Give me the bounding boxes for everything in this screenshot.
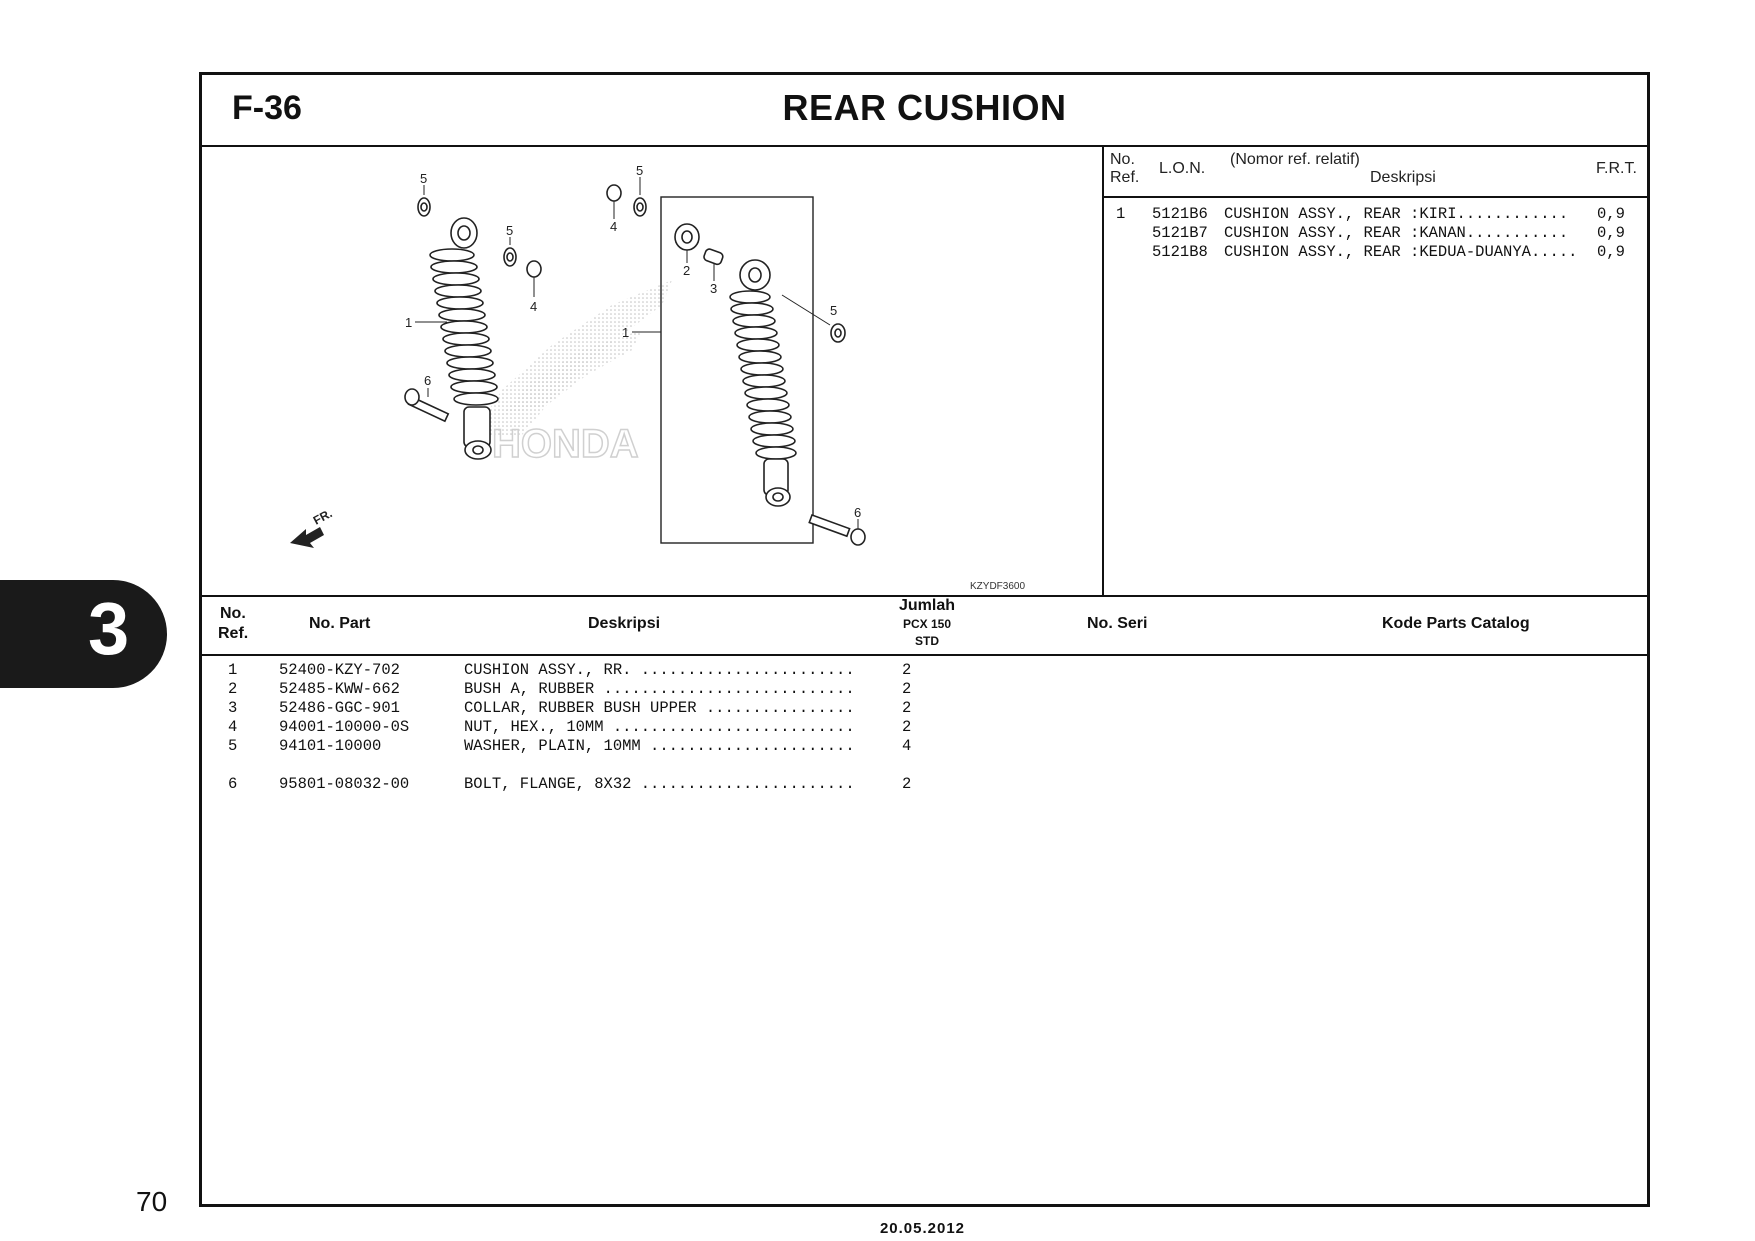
callout-6b: 6 xyxy=(854,505,861,520)
callout-4b: 4 xyxy=(530,299,537,314)
lon-row-frt: 0,9 xyxy=(1597,224,1625,242)
row-ref: 4 xyxy=(228,718,238,736)
page-title: REAR CUSHION xyxy=(782,87,1067,128)
row-ref: 1 xyxy=(228,661,238,679)
page-date: 20.05.2012 xyxy=(879,1220,966,1237)
lon-panel: No. Ref. L.O.N. (Nomor ref. relatif) Des… xyxy=(1102,145,1647,595)
right-shock-absorber xyxy=(674,223,866,546)
lon-row-code: 5121B7 xyxy=(1152,224,1208,242)
lon-row: 5121B8 CUSHION ASSY., REAR :KEDUA-DUANYA… xyxy=(1102,243,1625,262)
parts-header-part: No. Part xyxy=(309,615,371,632)
honda-watermark-text: HONDA xyxy=(492,422,639,466)
lon-header-no: No. xyxy=(1110,151,1135,168)
parts-header-jumlah: Jumlah xyxy=(898,597,955,614)
title-row: F-36 REAR CUSHION xyxy=(202,75,1647,147)
row-description: COLLAR, RUBBER BUSH UPPER ..............… xyxy=(464,699,855,717)
fr-label: FR. xyxy=(311,506,335,527)
row-quantity: 2 xyxy=(902,680,912,698)
row-ref: 3 xyxy=(228,699,238,717)
callout-4a: 4 xyxy=(610,219,617,234)
parts-header-seri: No. Seri xyxy=(1087,615,1148,632)
table-row: 6 95801-08032-00 BOLT, FLANGE, 8X32 ....… xyxy=(202,775,1647,794)
row-ref: 6 xyxy=(228,775,238,793)
row-quantity: 2 xyxy=(902,718,912,736)
lon-row-ref: 1 xyxy=(1116,205,1126,223)
parts-header-catalog: Kode Parts Catalog xyxy=(1382,615,1530,632)
row-ref: 5 xyxy=(228,737,238,755)
lon-header-ref: Ref. xyxy=(1110,169,1140,186)
row-part-number: 94001-10000-0S xyxy=(279,718,410,736)
table-row: 5 94101-10000 WASHER, PLAIN, 10MM ......… xyxy=(202,737,1647,756)
exploded-diagram: HONDA xyxy=(202,145,1104,595)
catalog-page-frame: F-36 REAR CUSHION HONDA xyxy=(199,72,1650,1207)
lon-header-frt: F.R.T. xyxy=(1596,160,1637,177)
row-description: NUT, HEX., 10MM ........................… xyxy=(464,718,855,736)
row-part-number: 52485-KWW-662 xyxy=(279,680,400,698)
row-part-number: 94101-10000 xyxy=(279,737,382,755)
table-row: 2 52485-KWW-662 BUSH A, RUBBER .........… xyxy=(202,680,1647,699)
row-description: WASHER, PLAIN, 10MM ....................… xyxy=(464,737,855,755)
right-assembly-frame xyxy=(660,196,814,544)
lon-row-desc: CUSHION ASSY., REAR :KEDUA-DUANYA..... xyxy=(1224,243,1578,261)
lon-header-nomor: (Nomor ref. relatif) xyxy=(1230,151,1360,168)
parts-header-model: PCX 150 xyxy=(902,617,952,631)
honda-wing-watermark: HONDA xyxy=(472,280,672,467)
callout-5a: 5 xyxy=(420,171,427,186)
callout-5d: 5 xyxy=(830,303,837,318)
lon-row-code: 5121B6 xyxy=(1152,205,1208,223)
row-part-number: 95801-08032-00 xyxy=(279,775,410,793)
lon-row-frt: 0,9 xyxy=(1597,205,1625,223)
section-tab: 3 xyxy=(0,580,167,688)
row-part-number: 52486-GGC-901 xyxy=(279,699,400,717)
diagram-code: KZYDF3600 xyxy=(970,581,1025,592)
callout-5b: 5 xyxy=(636,163,643,178)
lon-row: 5121B7 CUSHION ASSY., REAR :KANAN.......… xyxy=(1102,224,1625,243)
table-row: 3 52486-GGC-901 COLLAR, RUBBER BUSH UPPE… xyxy=(202,699,1647,718)
parts-header-std: STD xyxy=(915,634,939,648)
callout-1b: 1 xyxy=(622,325,629,340)
parts-header-desc: Deskripsi xyxy=(588,615,661,632)
lon-header-lon: L.O.N. xyxy=(1159,160,1206,177)
row-quantity: 2 xyxy=(902,699,912,717)
leader-lines xyxy=(415,177,859,529)
row-description: BUSH A, RUBBER .........................… xyxy=(464,680,855,698)
row-ref: 2 xyxy=(228,680,238,698)
lon-row: 1 5121B6 CUSHION ASSY., REAR :KIRI......… xyxy=(1102,205,1625,224)
table-row: 4 94001-10000-0S NUT, HEX., 10MM .......… xyxy=(202,718,1647,737)
section-tab-number: 3 xyxy=(88,587,130,670)
page-number: 70 xyxy=(136,1186,168,1217)
lon-row-desc: CUSHION ASSY., REAR :KANAN........... xyxy=(1224,224,1569,242)
callout-6a: 6 xyxy=(424,373,431,388)
row-quantity: 2 xyxy=(902,775,912,793)
row-description: CUSHION ASSY., RR. .....................… xyxy=(464,661,855,679)
left-shock-absorber xyxy=(404,217,499,460)
row-quantity: 2 xyxy=(902,661,912,679)
figure-code: F-36 xyxy=(232,89,302,127)
row-part-number: 52400-KZY-702 xyxy=(279,661,400,679)
callout-3: 3 xyxy=(710,281,717,296)
parts-header-no: No. xyxy=(220,605,246,622)
left-washers-nuts xyxy=(417,184,647,278)
lon-table-header: No. Ref. L.O.N. (Nomor ref. relatif) Des… xyxy=(1102,145,1647,198)
callout-5c: 5 xyxy=(506,223,513,238)
callout-2: 2 xyxy=(683,263,690,278)
callout-1a: 1 xyxy=(405,315,412,330)
row-description: BOLT, FLANGE, 8X32 .....................… xyxy=(464,775,855,793)
lon-row-desc: CUSHION ASSY., REAR :KIRI............ xyxy=(1224,205,1569,223)
row-quantity: 4 xyxy=(902,737,912,755)
table-row: 1 52400-KZY-702 CUSHION ASSY., RR. .....… xyxy=(202,661,1647,680)
front-direction-arrow: FR. xyxy=(290,506,334,548)
parts-table-header: No. Ref. No. Part Deskripsi Jumlah PCX 1… xyxy=(202,595,1647,656)
lon-row-code: 5121B8 xyxy=(1152,243,1208,261)
lon-header-deskripsi: Deskripsi xyxy=(1370,169,1436,186)
diagram-illustration: HONDA xyxy=(290,163,1025,592)
parts-header-ref: Ref. xyxy=(218,625,249,642)
lon-row-frt: 0,9 xyxy=(1597,243,1625,261)
